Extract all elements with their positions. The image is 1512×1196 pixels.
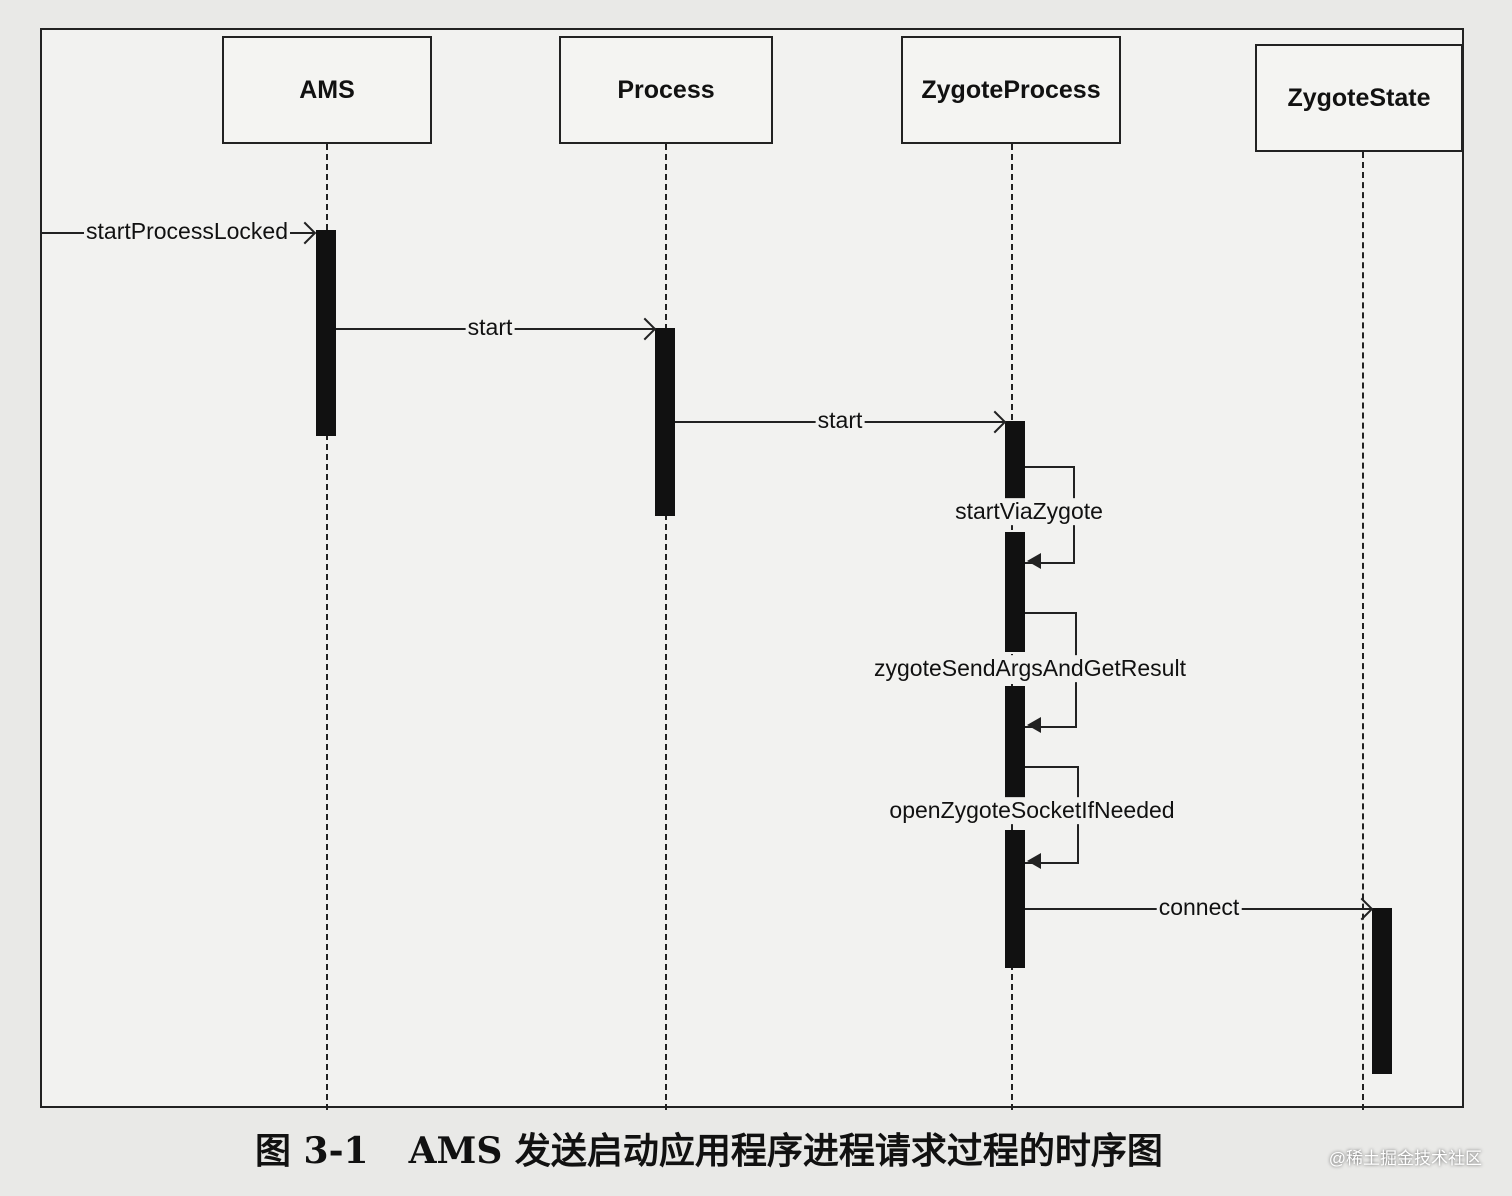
figure-caption: 图 3-1 AMS 发送启动应用程序进程请求过程的时序图 (255, 1122, 1163, 1174)
activation-zygote-process-1 (1005, 421, 1025, 501)
message-label-open-zygote-socket: openZygoteSocketIfNeeded (887, 797, 1177, 825)
message-arrow-connect (1350, 897, 1374, 921)
figure-number: 图 3-1 (255, 1130, 369, 1172)
activation-zygote-process-4 (1005, 830, 1025, 968)
lifeline-header-process: Process (559, 36, 773, 144)
self-loop-arrow-open-zygote-socket (1027, 853, 1041, 869)
activation-zygote-process-3 (1005, 686, 1025, 798)
message-label-start-2: start (815, 407, 865, 435)
self-loop-arrow-start-via-zygote (1027, 553, 1041, 569)
message-label-zygote-send-args: zygoteSendArgsAndGetResult (872, 655, 1188, 683)
message-arrow-start-process-locked (293, 221, 317, 245)
activation-zygote-state (1372, 908, 1392, 1074)
activation-zygote-process-2 (1005, 532, 1025, 652)
figure-caption-text: AMS 发送启动应用程序进程请求过程的时序图 (408, 1130, 1163, 1172)
activation-ams (316, 230, 336, 436)
lifeline-zygote-state (1362, 152, 1364, 1110)
message-label-connect: connect (1156, 894, 1242, 922)
lifeline-ams (326, 144, 328, 1110)
sequence-diagram: AMS Process ZygoteProcess ZygoteState st… (40, 28, 1464, 1110)
activation-process (655, 328, 675, 516)
message-label-start-process-locked: startProcessLocked (84, 218, 290, 246)
message-label-start-1: start (465, 314, 515, 342)
lifeline-header-zygote-state: ZygoteState (1255, 44, 1463, 152)
message-arrow-start-1 (633, 317, 657, 341)
message-arrow-start-2 (983, 410, 1007, 434)
watermark: @稀土掘金技术社区 (1328, 1149, 1482, 1168)
self-loop-arrow-zygote-send-args (1027, 717, 1041, 733)
message-label-start-via-zygote: startViaZygote (953, 498, 1105, 526)
lifeline-header-zygote-process: ZygoteProcess (901, 36, 1121, 144)
lifeline-process (665, 144, 667, 1110)
lifeline-header-ams: AMS (222, 36, 432, 144)
